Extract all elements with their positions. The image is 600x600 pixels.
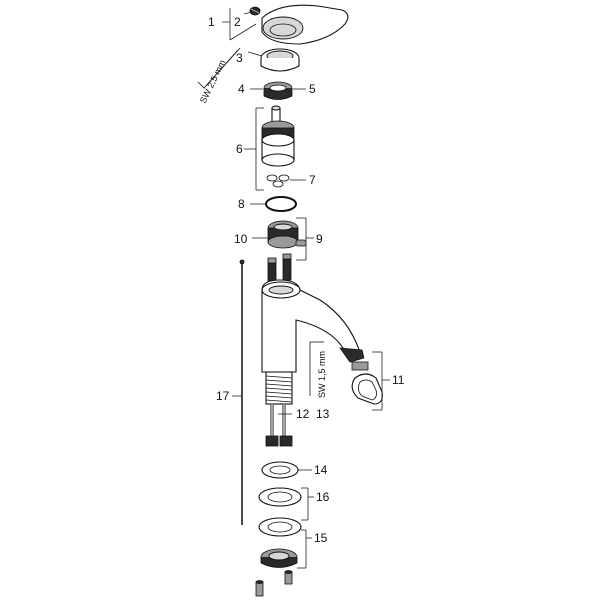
- allen-key-small-label: SW 1,5 mm: [317, 351, 327, 398]
- aerator-part-11: [351, 361, 383, 405]
- label-part-9: 9: [316, 232, 323, 246]
- washer-part-16: [258, 487, 302, 507]
- label-part-10: 10: [234, 232, 248, 246]
- retaining-nut-part-4: [263, 81, 293, 100]
- cartridge-part-6: [261, 105, 295, 167]
- label-part-14: 14: [314, 463, 328, 477]
- label-part-2: 2: [234, 15, 241, 29]
- grub-screw-part-2: [249, 6, 261, 16]
- label-part-17: 17: [216, 389, 230, 403]
- label-part-15: 15: [314, 531, 328, 545]
- mixer-body: [261, 253, 365, 447]
- label-part-1: 1: [208, 15, 215, 29]
- base-insert-part-10: [267, 220, 307, 249]
- label-part-12: 12: [296, 407, 310, 421]
- allen-key-small: [309, 341, 324, 396]
- label-part-8: 8: [238, 197, 245, 211]
- label-part-6: 6: [236, 142, 243, 156]
- label-part-5: 5: [309, 82, 316, 96]
- part-number-labels: 1 2 3 4 5 6 7 8 9 10 11 12 13 14 15 16 1…: [208, 15, 405, 545]
- label-part-13: 13: [316, 407, 330, 421]
- mounting-studs: [255, 570, 293, 597]
- label-part-3: 3: [236, 51, 243, 65]
- pop-up-rod-part-17: [239, 259, 245, 525]
- label-part-16: 16: [316, 490, 330, 504]
- cover-ring-part-3: [260, 48, 300, 72]
- leader-lines: [222, 8, 390, 569]
- label-part-11: 11: [392, 373, 405, 387]
- fixing-set-part-15: [258, 517, 302, 568]
- o-ring-part-8: [265, 196, 297, 212]
- label-part-7: 7: [309, 173, 316, 187]
- cartridge-seals-part-7: [266, 174, 290, 188]
- label-part-4: 4: [238, 82, 245, 96]
- washer-part-14: [261, 461, 299, 479]
- allen-key-large-label: SW 2,5 mm: [198, 58, 228, 105]
- lever-handle-part-3: [261, 4, 349, 45]
- allen-key-large: [197, 47, 241, 89]
